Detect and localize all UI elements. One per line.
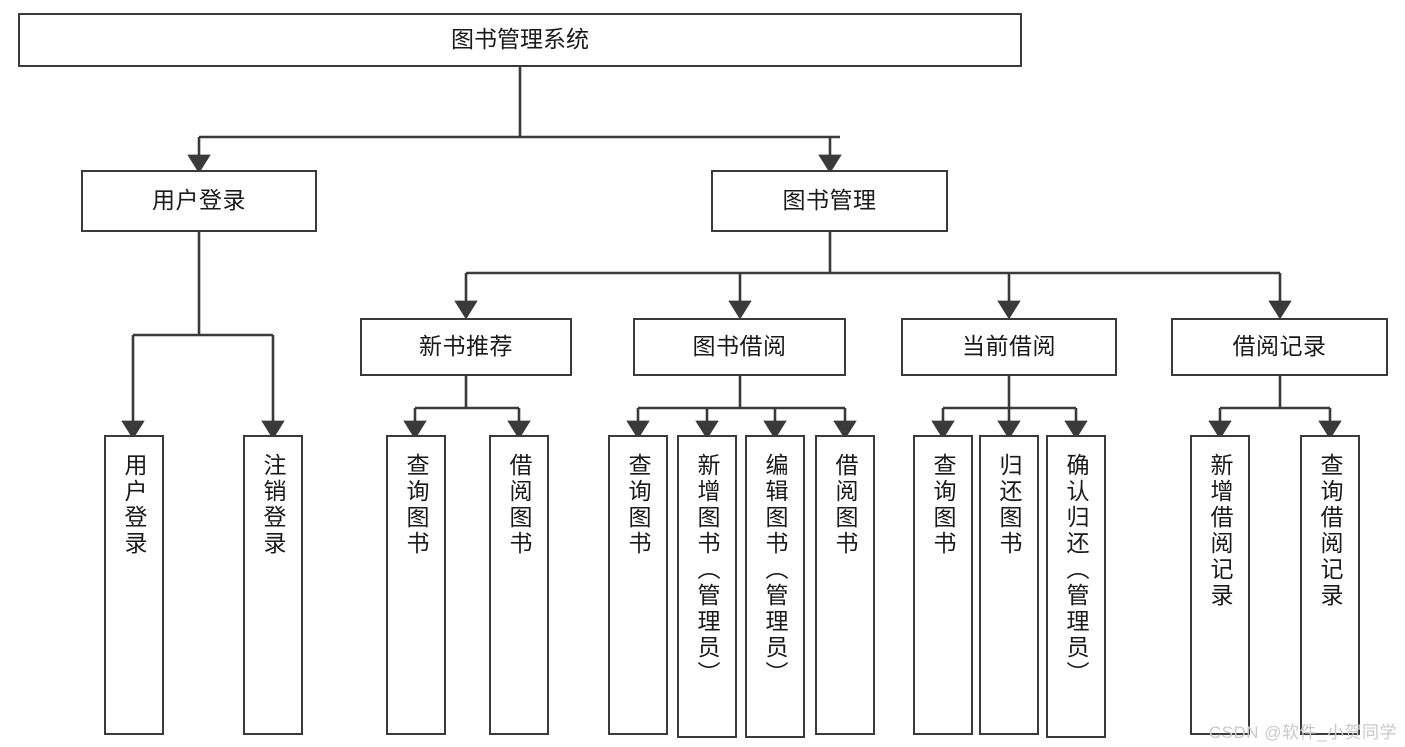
csdn-watermark: CSDN @软件_小贺同学 [1208, 723, 1397, 742]
leaf-current-confirm-return-admin[interactable]: 确认归还（管理员） [1046, 435, 1106, 738]
node-label: 新书推荐 [419, 333, 513, 360]
leaf-user-login-logout[interactable]: 注销登录 [243, 435, 303, 735]
leaf-label: 新增借阅记录 [1207, 453, 1234, 609]
node-borrow-record[interactable]: 借阅记录 [1171, 318, 1388, 376]
leaf-borrow-edit-book-admin[interactable]: 编辑图书（管理员） [745, 435, 805, 738]
leaf-label: 归还图书 [996, 453, 1023, 557]
leaf-label: 借阅图书 [506, 453, 533, 557]
node-book-management[interactable]: 图书管理 [711, 170, 948, 232]
leaf-record-add-record[interactable]: 新增借阅记录 [1190, 435, 1250, 735]
leaf-label: 新增图书（管理员） [694, 453, 721, 687]
leaf-label: 查询图书 [625, 453, 652, 557]
node-label: 图书借阅 [692, 333, 787, 360]
leaf-user-login-login[interactable]: 用户登录 [104, 435, 164, 735]
leaf-borrow-borrow-book[interactable]: 借阅图书 [815, 435, 875, 735]
node-root-system[interactable]: 图书管理系统 [18, 13, 1022, 67]
node-label: 图书管理 [782, 187, 877, 214]
node-label: 当前借阅 [962, 333, 1056, 360]
leaf-record-query-record[interactable]: 查询借阅记录 [1300, 435, 1360, 735]
node-label: 用户登录 [152, 187, 246, 214]
leaf-borrow-query-book[interactable]: 查询图书 [608, 435, 668, 735]
leaf-label: 注销登录 [260, 453, 287, 557]
leaf-label: 编辑图书（管理员） [762, 453, 789, 687]
node-current-borrow[interactable]: 当前借阅 [901, 318, 1117, 376]
node-new-book-recommend[interactable]: 新书推荐 [360, 318, 572, 376]
leaf-borrow-add-book-admin[interactable]: 新增图书（管理员） [677, 435, 737, 738]
node-label: 借阅记录 [1232, 333, 1327, 360]
leaf-recommend-query-book[interactable]: 查询图书 [386, 435, 446, 735]
leaf-current-return-book[interactable]: 归还图书 [979, 435, 1039, 735]
node-label: 图书管理系统 [451, 26, 589, 53]
node-user-login[interactable]: 用户登录 [81, 170, 317, 232]
leaf-recommend-borrow-book[interactable]: 借阅图书 [489, 435, 549, 735]
leaf-label: 借阅图书 [832, 453, 859, 557]
leaf-label: 确认归还（管理员） [1063, 453, 1090, 687]
leaf-label: 查询图书 [403, 453, 430, 557]
leaf-label: 查询借阅记录 [1317, 453, 1344, 609]
leaf-current-query-book[interactable]: 查询图书 [913, 435, 973, 735]
node-book-borrow[interactable]: 图书借阅 [633, 318, 846, 376]
leaf-label: 用户登录 [121, 453, 148, 557]
leaf-label: 查询图书 [930, 453, 957, 557]
